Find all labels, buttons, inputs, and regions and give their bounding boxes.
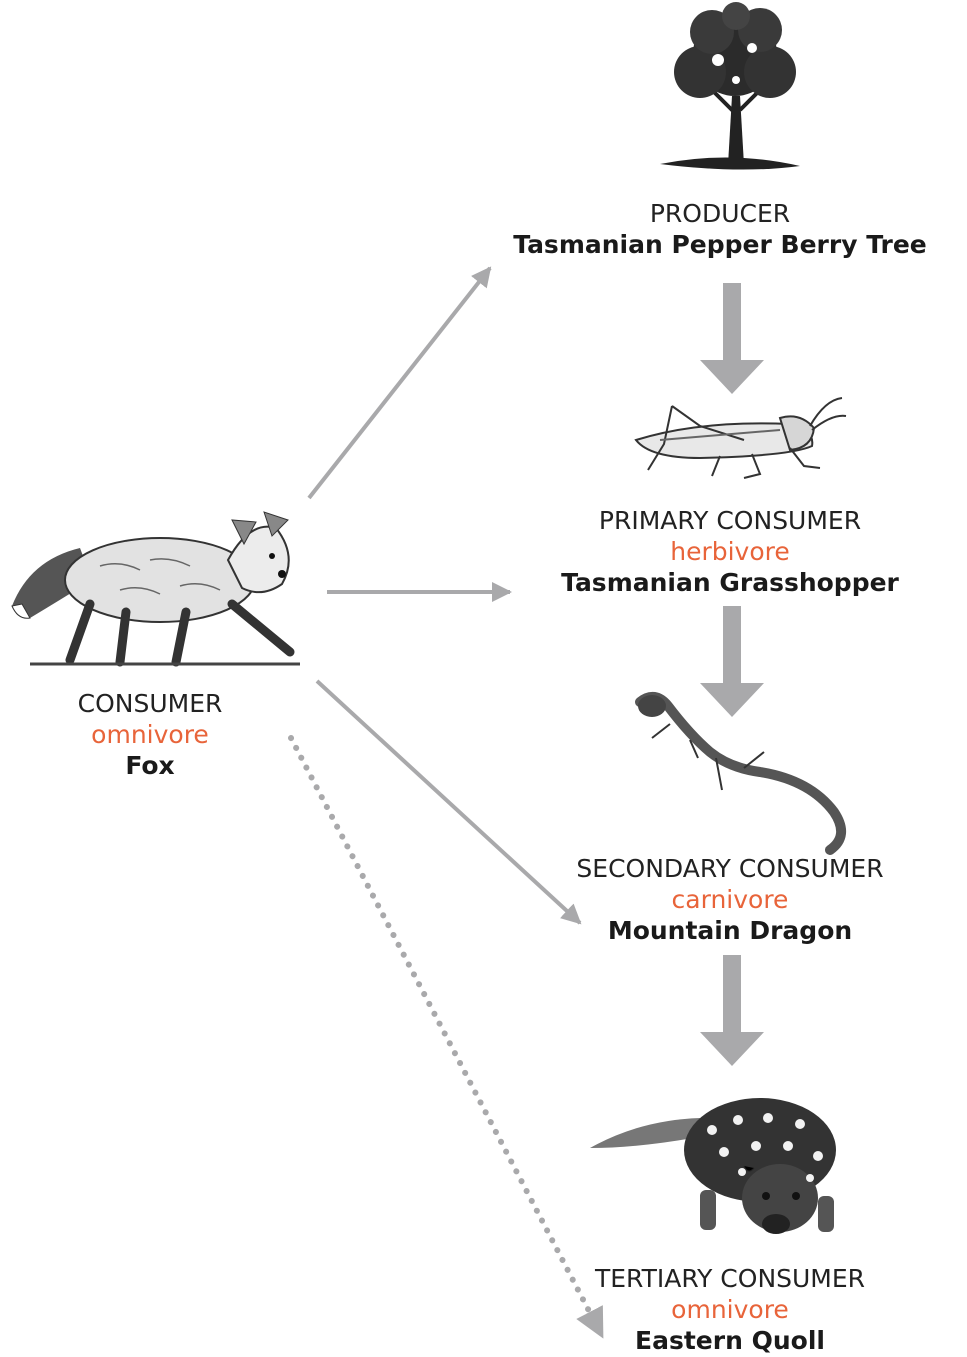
dragon-role: SECONDARY CONSUMER xyxy=(576,854,884,883)
tree-name: Tasmanian Pepper Berry Tree xyxy=(513,230,927,259)
arrow-fox-to-tree xyxy=(307,266,492,500)
fox-name: Fox xyxy=(125,751,175,780)
arrow-fox-to-dragon xyxy=(315,679,582,925)
grasshopper-illustration xyxy=(634,397,847,479)
tree-label: PRODUCER Tasmanian Pepper Berry Tree xyxy=(480,198,960,260)
arrow-dragon-to-quoll xyxy=(700,955,764,1066)
tree-role: PRODUCER xyxy=(649,199,791,228)
fox-illustration xyxy=(11,511,300,667)
quoll-role: TERTIARY CONSUMER xyxy=(594,1264,866,1293)
fox-diet: omnivore xyxy=(91,720,209,749)
grasshopper-label: PRIMARY CONSUMER herbivore Tasmanian Gra… xyxy=(500,505,960,598)
pepper-berry-tree-illustration xyxy=(660,2,800,170)
dragon-diet: carnivore xyxy=(671,885,789,914)
quoll-name: Eastern Quoll xyxy=(635,1326,825,1355)
fox-label: CONSUMER omnivore Fox xyxy=(20,688,280,781)
grasshopper-name: Tasmanian Grasshopper xyxy=(561,568,899,597)
quoll-illustration xyxy=(590,1098,836,1234)
arrow-fox-to-quoll-dotted xyxy=(288,735,605,1339)
grasshopper-role: PRIMARY CONSUMER xyxy=(598,506,862,535)
dragon-label: SECONDARY CONSUMER carnivore Mountain Dr… xyxy=(500,853,960,946)
quoll-label: TERTIARY CONSUMER omnivore Eastern Quoll xyxy=(500,1263,960,1356)
fox-role: CONSUMER xyxy=(77,689,223,718)
arrow-grasshopper-to-dragon xyxy=(700,606,764,717)
lizard-illustration xyxy=(635,691,846,855)
grasshopper-diet: herbivore xyxy=(670,537,790,566)
quoll-diet: omnivore xyxy=(671,1295,789,1324)
dragon-name: Mountain Dragon xyxy=(607,916,853,945)
arrow-tree-to-grasshopper xyxy=(700,283,764,394)
